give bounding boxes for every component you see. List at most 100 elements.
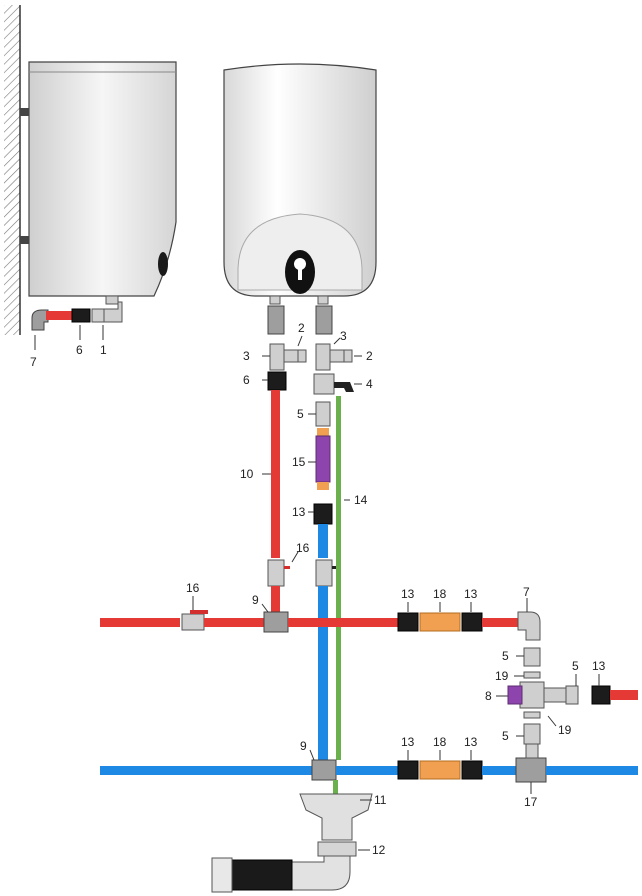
wall-bracket-top	[20, 108, 29, 116]
siphon-nut-12	[317, 841, 357, 857]
cold-pipe-upper	[318, 524, 328, 558]
label-19-bottom: 19	[558, 723, 572, 737]
hot-main-valve-16	[181, 613, 205, 631]
front-heater	[223, 63, 377, 305]
leader-line	[333, 337, 341, 345]
hot-riser	[267, 305, 307, 612]
label-12: 12	[372, 843, 386, 857]
hot-main-mid	[204, 618, 264, 627]
label-16-main: 16	[186, 581, 200, 595]
label-7-side: 7	[30, 355, 37, 369]
cold-main-left	[100, 766, 312, 775]
side-tank-body	[28, 61, 177, 297]
hot-elbow-7	[517, 611, 541, 641]
side-fitting-6	[71, 308, 91, 323]
right-branch	[507, 647, 638, 745]
cold-fitting-13b	[461, 760, 483, 780]
side-view-heater	[4, 5, 177, 335]
hot-fitting-13a	[397, 612, 419, 632]
drain-hose-cuff	[211, 857, 233, 893]
side-hot-pipe	[46, 311, 72, 320]
branch-mixer-body	[519, 681, 545, 709]
hot-meter-18	[419, 612, 461, 632]
label-17: 17	[524, 795, 538, 809]
leader-line	[547, 715, 557, 727]
wall-hatching	[4, 5, 20, 335]
label-5-cold: 5	[297, 407, 304, 421]
label-13-branch: 13	[592, 659, 606, 673]
label-5-branch-bottom: 5	[502, 729, 509, 743]
branch-hot-pipe	[610, 690, 638, 700]
leader-line	[309, 749, 315, 761]
cold-inlet-nipple	[317, 295, 329, 305]
label-13-cold-a: 13	[401, 735, 415, 749]
leader-line	[297, 335, 303, 347]
hot-main	[100, 610, 541, 641]
label-18-cold: 18	[433, 735, 447, 749]
knob-stem	[298, 262, 302, 280]
hot-fitting-6	[267, 371, 287, 391]
hot-main-valve-handle	[190, 610, 208, 614]
branch-fitting-13	[591, 685, 611, 705]
callout-labels: 7 6 1 2 3 3 2 6 4 5 15 10 14 13 16 16 9 …	[30, 321, 606, 857]
cold-meter-18	[419, 760, 461, 780]
cold-main	[100, 743, 638, 783]
cold-tee-9	[311, 759, 337, 781]
label-13-hot-a: 13	[401, 587, 415, 601]
cold-union-top	[315, 305, 333, 335]
hot-pipe-10	[271, 390, 280, 558]
drain-hose-14	[336, 396, 341, 760]
hot-union-top	[267, 305, 285, 335]
hot-valve-16	[267, 559, 285, 587]
hot-fitting-13b	[461, 612, 483, 632]
side-fitting-1b	[103, 301, 123, 323]
filter-cap-bottom	[317, 482, 329, 490]
siphon-elbow	[291, 855, 351, 891]
hot-main-left	[100, 618, 180, 627]
filter-cap-top	[317, 428, 329, 436]
cold-main-to-tee	[482, 766, 516, 775]
branch-gasket-19b	[523, 711, 541, 719]
label-9-hot: 9	[252, 593, 259, 607]
side-elbow-7	[31, 309, 49, 331]
cold-tee-17-riser	[525, 743, 539, 759]
cold-riser	[313, 305, 354, 762]
hot-main-end	[482, 618, 520, 627]
side-outlet-nipple	[105, 295, 119, 305]
branch-nipple-5b	[543, 687, 567, 703]
label-1: 1	[100, 343, 107, 357]
label-9-cold: 9	[300, 739, 307, 753]
label-13-cold-riser: 13	[292, 505, 306, 519]
cold-valve-handle	[332, 566, 338, 569]
label-11: 11	[374, 793, 387, 807]
leader-line	[291, 551, 299, 563]
label-5-branch-top: 5	[502, 649, 509, 663]
label-18-hot: 18	[433, 587, 447, 601]
cold-nipple-5	[315, 401, 331, 427]
cold-fitting-13a	[397, 760, 419, 780]
label-13-cold-b: 13	[464, 735, 478, 749]
hot-tee-3	[269, 343, 285, 371]
filter-15	[315, 435, 331, 483]
cold-valve-16	[315, 559, 333, 587]
hot-outlet-nipple	[269, 295, 281, 305]
branch-union	[565, 685, 579, 705]
hot-valve-handle	[284, 566, 290, 569]
hot-tee-branch	[283, 349, 299, 363]
branch-valve-8	[507, 685, 523, 705]
label-7-main: 7	[523, 585, 530, 599]
drain-hose-end	[333, 780, 338, 794]
cold-tee-17	[515, 757, 547, 783]
drain-funnel-11	[299, 793, 373, 841]
label-2-cold: 2	[366, 349, 373, 363]
cold-tee-3	[315, 343, 331, 371]
label-15: 15	[292, 455, 306, 469]
label-14: 14	[354, 493, 368, 507]
hot-pipe-lower	[271, 586, 280, 612]
cold-fitting-13	[313, 503, 333, 525]
label-8: 8	[485, 689, 492, 703]
hot-tee-9	[263, 611, 289, 633]
cold-main-right	[546, 766, 638, 775]
label-3-hot: 3	[243, 349, 250, 363]
